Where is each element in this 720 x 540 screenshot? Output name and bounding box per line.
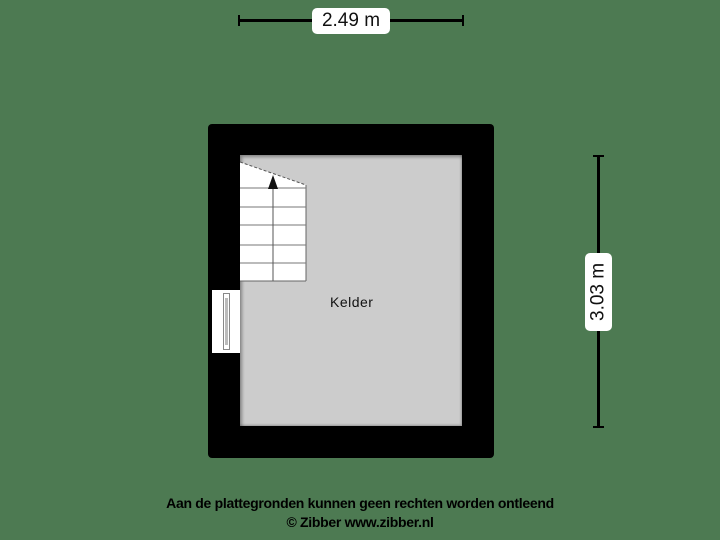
window (212, 290, 240, 353)
stair-direction-arrow-icon (268, 175, 278, 189)
width-dimension-tick-left (238, 15, 240, 26)
width-dimension-tick-right (462, 15, 464, 26)
width-dimension-label: 2.49 m (312, 8, 390, 34)
window-glass (225, 298, 228, 345)
staircase (240, 161, 307, 282)
disclaimer-text: Aan de plattegronden kunnen geen rechten… (166, 495, 554, 511)
room-label: Kelder (330, 294, 374, 310)
height-dimension-tick-bottom (593, 426, 604, 428)
height-dimension-label: 3.03 m (585, 253, 612, 331)
copyright-text: © Zibber www.zibber.nl (286, 514, 434, 530)
window-frame (223, 293, 230, 350)
height-dimension-tick-top (593, 155, 604, 157)
